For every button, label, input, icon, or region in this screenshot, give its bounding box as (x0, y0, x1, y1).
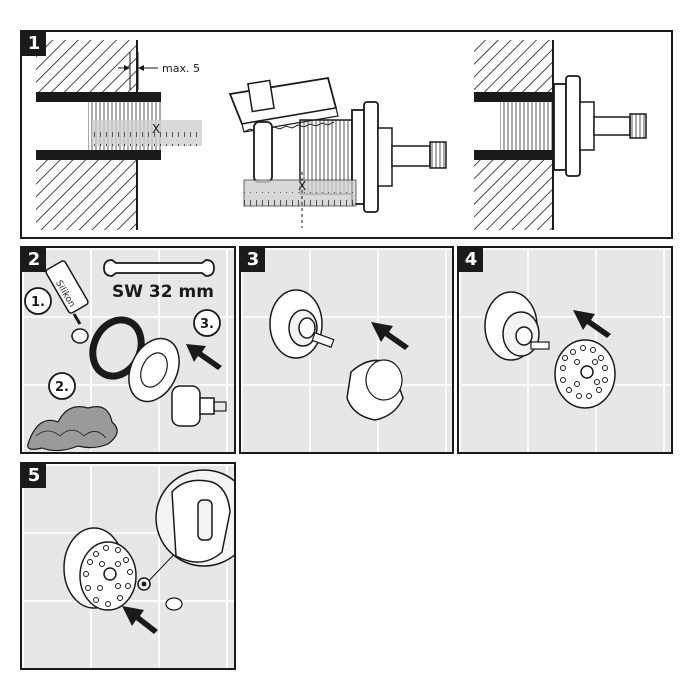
step-5-panel: 5 (20, 462, 236, 670)
step-2-illustration: Silikon 1. SW 32 mm 3. (24, 259, 227, 452)
step-5-illustration (63, 469, 234, 634)
step-5-number: 5 (22, 464, 46, 488)
substep-1-label: 1. (31, 295, 45, 310)
step-2-panel: 2 Silikon 1. SW 32 mm 3. (20, 246, 236, 454)
step-4-number: 4 (459, 248, 483, 272)
cover-cap (165, 597, 183, 611)
magnified-detail (141, 469, 234, 589)
screw-nut (137, 577, 151, 591)
step-3-number: 3 (241, 248, 265, 272)
substep-1-badge: 1. (24, 287, 52, 315)
measuring-ruler: X (243, 172, 357, 228)
step-1-illustration: X max. 5 (36, 40, 647, 230)
wrench-size-label: SW 32 mm (112, 282, 214, 302)
ruler-mark-left: X (152, 122, 160, 136)
shower-head-icon (554, 339, 616, 409)
step-3-panel: 3 (239, 246, 454, 454)
arrow-icon (186, 344, 222, 370)
max-depth-annotation: max. 5 (118, 52, 200, 90)
valve-body (171, 385, 227, 427)
wall-section-left: X (36, 40, 202, 230)
cover-sleeve (346, 359, 404, 421)
step-2-number: 2 (22, 248, 46, 272)
shower-head-icon (63, 527, 137, 611)
step-1-panel: 1 X (20, 30, 673, 239)
step-1-number: 1 (22, 32, 46, 56)
max-depth-label: max. 5 (162, 62, 200, 75)
substep-3-label: 3. (200, 317, 214, 332)
wrench-icon (103, 259, 215, 277)
substep-3-badge: 3. (193, 309, 221, 337)
substep-2-badge: 2. (48, 372, 76, 400)
arrow-icon (573, 310, 611, 338)
valve-base (269, 289, 335, 359)
step-4-illustration (484, 291, 616, 409)
seal-ring (71, 316, 180, 403)
valve-base (484, 291, 550, 361)
arrow-icon (122, 606, 158, 634)
step-3-illustration (269, 289, 409, 421)
cut-end-piece (253, 121, 273, 183)
step-4-panel: 4 (457, 246, 673, 454)
hemp-fibre (27, 406, 118, 452)
arrow-icon (371, 322, 409, 350)
substep-2-label: 2. (55, 380, 69, 395)
wall-section-right (474, 40, 647, 230)
silicone-tube-icon: Silikon (45, 260, 89, 325)
ruler-mark-center: X (298, 179, 306, 193)
